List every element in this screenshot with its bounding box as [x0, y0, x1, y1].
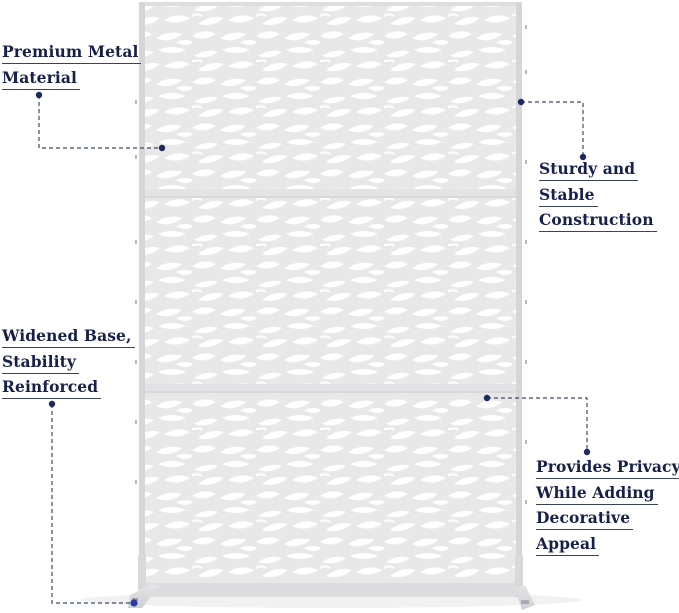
callout-sturdy-stable: Sturdy and Stable Construction [539, 158, 657, 235]
leader-lines [38, 95, 588, 604]
leader-privacy-decor [487, 397, 588, 452]
leader-premium-metal [38, 95, 162, 149]
leader-sturdy-stable [521, 101, 584, 157]
callout-dots [35, 91, 591, 607]
callout-premium-metal: Premium Metal Material [2, 41, 142, 92]
callout-line: Material [2, 67, 81, 90]
dot-sturdy-label [579, 153, 587, 161]
callout-line: Reinforced [2, 376, 102, 399]
callout-line: Premium Metal [2, 41, 142, 64]
panel-divider-lower [145, 384, 516, 393]
dot-sturdy-target [517, 98, 525, 106]
panel-divider-upper [145, 189, 516, 198]
callout-line: Decorative [536, 507, 634, 530]
dot-privacy-label [583, 448, 591, 456]
callout-line: Construction [539, 209, 657, 232]
dot-privacy-target [483, 394, 491, 402]
callout-widened-base: Widened Base, Stability Reinforced [2, 325, 135, 402]
callout-line: Widened Base, [2, 325, 135, 348]
callout-line: Stability [2, 351, 79, 374]
callout-line: Appeal [536, 533, 600, 556]
screen-panel [135, 2, 527, 597]
callout-line: Provides Privacy [536, 456, 679, 479]
callout-line: Stable [539, 184, 598, 207]
dot-premium-label [35, 91, 43, 99]
dot-premium-target [158, 144, 166, 152]
callout-line: While Adding [536, 482, 658, 505]
panel-section-bottom [145, 393, 516, 583]
leader-widened-base [51, 404, 134, 604]
dot-base-label [48, 400, 56, 408]
panel-section-middle [145, 198, 516, 384]
dot-base-target [130, 599, 138, 607]
callout-line: Sturdy and [539, 158, 639, 181]
callout-privacy-decor: Provides Privacy While Adding Decorative… [536, 456, 679, 558]
right-foot [515, 585, 535, 610]
panel-section-top [145, 6, 516, 189]
